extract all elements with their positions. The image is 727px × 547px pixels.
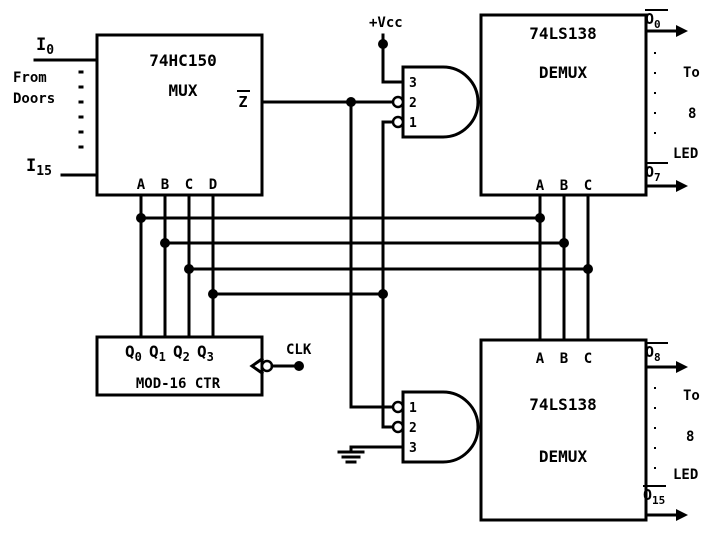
demux-top-name-label: DEMUX: [539, 63, 588, 82]
select-bus-horizontals: [139, 216, 590, 296]
demux-top-output-dots: [654, 52, 656, 134]
select-bus-junctions: [136, 213, 593, 299]
demux-bottom-to-label: To: [683, 388, 700, 404]
counter-q3-label: Q3: [197, 342, 214, 364]
counter-name-label: MOD-16 CTR: [136, 376, 221, 392]
vcc-label: +Vcc: [369, 15, 403, 31]
demux-bottom-count-label: 8: [686, 429, 694, 445]
gate-bottom-pin-1: 1: [409, 401, 417, 416]
demux-bottom-o8-arrow: [676, 361, 688, 373]
gate-bottom-bubble-2: [391, 420, 405, 434]
clk-terminal: [294, 361, 304, 371]
counter-q1-label: Q1: [149, 342, 166, 364]
demux-top-sel-c: C: [584, 178, 592, 194]
gate-bottom: [401, 390, 480, 464]
gate-top: [401, 65, 480, 139]
counter-clock-wedge: [249, 356, 265, 376]
demux-bottom-sel-a: A: [536, 351, 545, 367]
mux-sel-d: D: [209, 177, 217, 193]
from-label: From: [13, 70, 47, 86]
gate-top-pin-3: 3: [409, 76, 417, 91]
gate-bottom-pin-3: 3: [409, 441, 417, 456]
counter-q0-label: Q0: [125, 342, 142, 364]
mux-input-i15-label: I15: [26, 156, 52, 179]
gate-top-pin-2: 2: [409, 96, 417, 111]
mux-input-dashes: [78, 70, 84, 149]
gate-bottom-pin-2: 2: [409, 421, 417, 436]
mux-name-label: MUX: [169, 81, 198, 100]
demux-top-count-label: 8: [688, 106, 696, 122]
demux-bottom-led-label: LED: [673, 467, 698, 483]
demux-bottom-sel-c: C: [584, 351, 592, 367]
clk-label: CLK: [286, 342, 312, 358]
vcc-line: [381, 33, 405, 84]
demux-top-o7-arrow: [676, 180, 688, 192]
ground-wire: [349, 445, 405, 454]
demux-bottom-sel-b: B: [560, 351, 568, 367]
d-line-to-gates: [381, 120, 395, 429]
demux-top-chip-label: 74LS138: [529, 24, 596, 43]
mux-input-i0-label: I0: [36, 35, 54, 58]
gate-top-bubble-1: [391, 115, 405, 129]
demux-top-o7-label: O7: [645, 163, 661, 184]
counter-q2-label: Q2: [173, 342, 190, 364]
doors-label: Doors: [13, 91, 55, 107]
demux-top-o0-label: O0: [645, 10, 661, 31]
demux-top-o0-arrow: [676, 25, 688, 37]
gate-top-bubble-2: [391, 95, 405, 109]
demux-bottom-box: [479, 338, 648, 522]
demux-top-sel-b: B: [560, 178, 568, 194]
demux-bottom-output-dots: [654, 387, 656, 469]
demux-bottom-name-label: DEMUX: [539, 447, 588, 466]
mux-sel-c: C: [185, 177, 193, 193]
demux-top-led-label: LED: [673, 146, 698, 162]
mux-box: [95, 33, 264, 197]
demux-bottom-o15-arrow: [676, 509, 688, 521]
demux-top-to-label: To: [683, 65, 700, 81]
mux-sel-a: A: [137, 177, 146, 193]
counter-box: [95, 335, 264, 397]
gate-top-pin-1: 1: [409, 116, 417, 131]
gate-bottom-bubble-1: [391, 400, 405, 414]
demux-bottom-o15-label: O15: [643, 486, 665, 507]
demux-bottom-o8-label: O8: [645, 343, 661, 364]
mux-sel-b: B: [161, 177, 169, 193]
demux-bottom-chip-label: 74LS138: [529, 395, 596, 414]
ground-icon: [337, 450, 365, 464]
vcc-terminal: [378, 39, 388, 49]
demux-top-sel-a: A: [536, 178, 545, 194]
mux-z-label: Z: [238, 93, 247, 111]
mux-chip-label: 74HC150: [149, 51, 216, 70]
